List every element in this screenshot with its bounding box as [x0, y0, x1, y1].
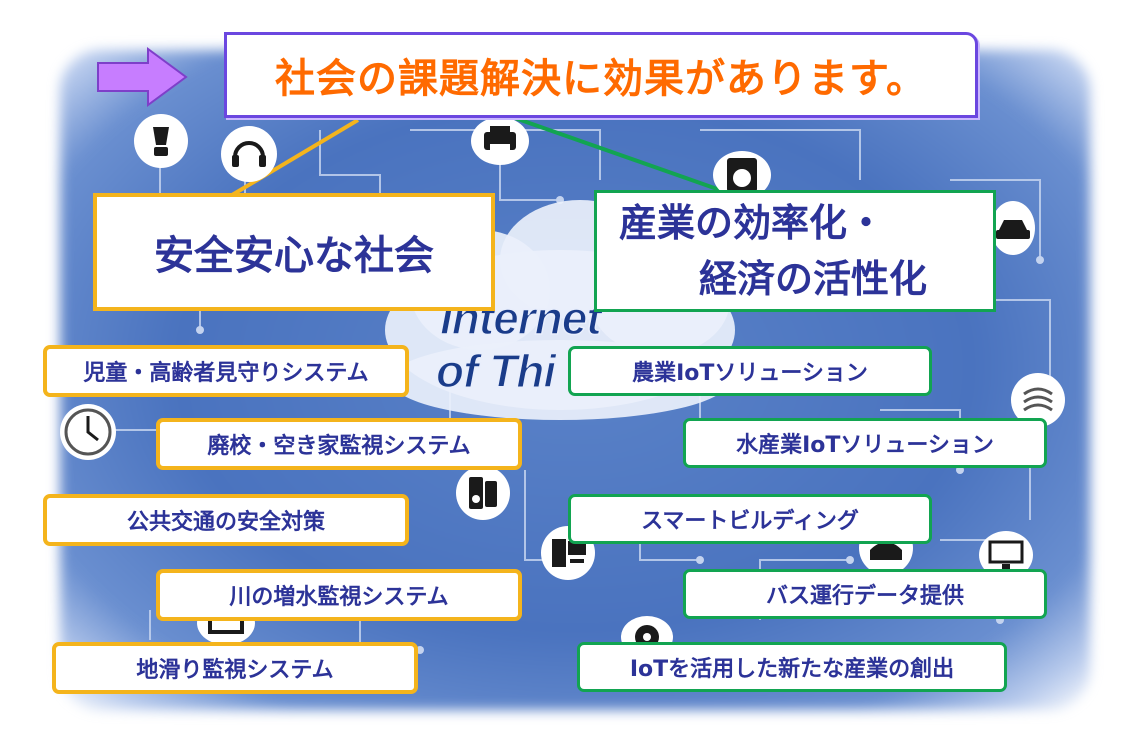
industry-title-line1: 産業の効率化・: [619, 201, 886, 245]
industry-category-box: 産業の効率化・ 経済の活性化: [594, 190, 996, 312]
industry-item-agriculture-iot: 農業IoTソリューション: [568, 346, 932, 396]
headset-icon: [221, 126, 277, 182]
right-arrow-icon: [97, 47, 188, 107]
speaker-icon: [456, 466, 510, 520]
clock-icon: [60, 404, 116, 460]
industry-item-fishery-iot: 水産業IoTソリューション: [683, 418, 1047, 468]
safety-category-box: 安全安心な社会: [93, 193, 495, 311]
safety-item-elderly-watch: 児童・高齢者見守りシステム: [43, 345, 409, 397]
safety-item-river-monitor: 川の増水監視システム: [156, 569, 522, 621]
background-iot-text-line2: of Thi: [435, 345, 557, 397]
industry-item-smart-building: スマートビルディング: [568, 494, 932, 544]
industry-item-new-industry: IoTを活用した新たな産業の創出: [577, 642, 1007, 692]
washing-machine-icon: [713, 151, 771, 199]
monitor-icon: [979, 531, 1033, 579]
safety-item-public-transport: 公共交通の安全対策: [43, 494, 409, 546]
printer-icon: [471, 117, 529, 165]
headline-banner: 社会の課題解決に効果があります。: [224, 32, 978, 118]
safety-item-landslide-monitor: 地滑り監視システム: [52, 642, 418, 694]
fan-icon: [1011, 373, 1065, 427]
industry-title-line2: 経済の活性化: [699, 257, 928, 301]
car-icon: [991, 201, 1035, 255]
industry-item-bus-data: バス運行データ提供: [683, 569, 1047, 619]
blender-icon: [134, 114, 188, 168]
safety-item-vacant-house: 廃校・空き家監視システム: [156, 418, 522, 470]
